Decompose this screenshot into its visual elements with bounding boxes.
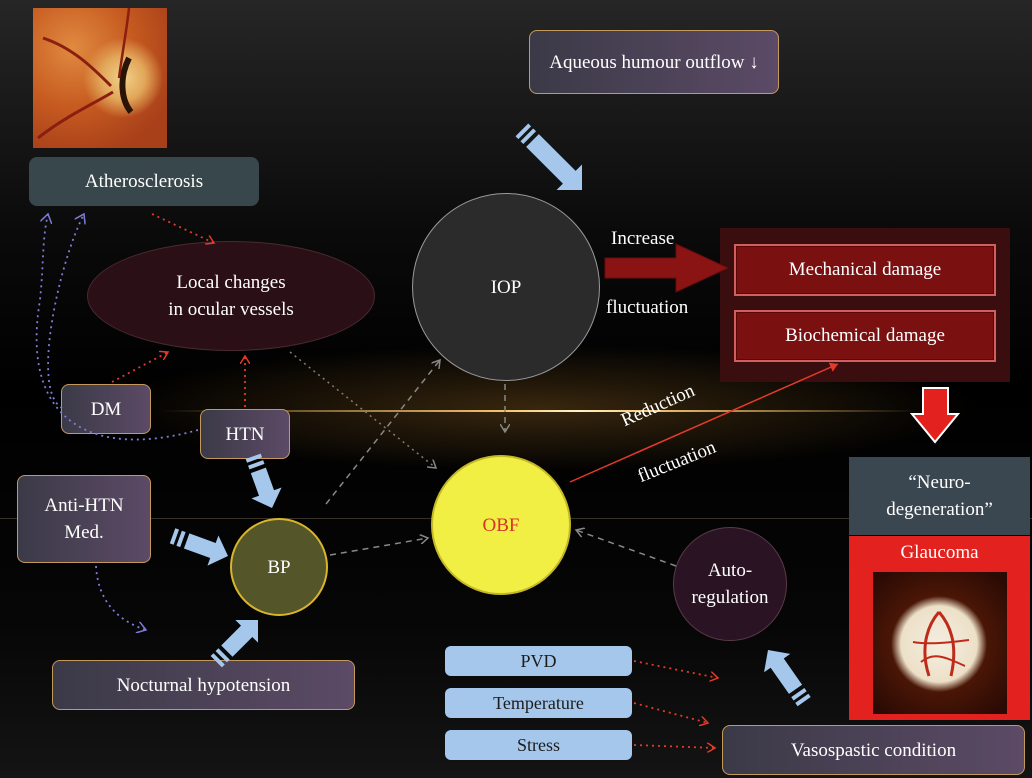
increase-label: Increase — [611, 228, 675, 249]
arrow-local-to-obf — [289, 351, 436, 468]
arrow-iop-to-damage — [604, 243, 730, 293]
arrow-antihtn-to-nocturnal — [95, 565, 146, 630]
neurodegeneration-box: “Neuro- degeneration” — [849, 457, 1030, 535]
optic-disc-photo-top — [33, 8, 167, 148]
stress-box: Stress — [445, 730, 632, 760]
bp-label: BP — [267, 556, 291, 578]
pvd-box: PVD — [445, 646, 632, 676]
autoreg-line1: Auto- — [707, 560, 753, 581]
dm-box: DM — [61, 384, 151, 434]
arrow-vaso-to-autoreg — [764, 650, 811, 707]
arrow-stress-to-vaso — [633, 745, 715, 748]
glaucoma-panel: Glaucoma — [849, 536, 1030, 720]
temperature-label: Temperature — [493, 692, 584, 713]
vasospastic-condition-box: Vasospastic condition — [722, 725, 1025, 775]
arrow-athero-to-local — [151, 213, 214, 243]
arrow-htn-to-athero — [35, 214, 199, 441]
autoregulation-circle: Auto- regulation — [673, 527, 787, 641]
nocturnal-hypotension-label: Nocturnal hypotension — [116, 674, 291, 696]
arrow-nocturnal-to-bp — [210, 620, 258, 668]
arrow-dm-to-athero — [47, 214, 84, 409]
neuro-line1: “Neuro- — [908, 472, 971, 493]
arrow-temp-to-vaso — [633, 702, 708, 723]
mechanical-damage-box: Mechanical damage — [734, 244, 996, 296]
iop-circle: IOP — [412, 193, 600, 381]
arrow-bp-to-obf — [329, 538, 428, 556]
neuro-line2: degeneration” — [886, 499, 993, 520]
obf-label: OBF — [482, 514, 520, 536]
arrow-aqueous-to-iop — [515, 123, 582, 190]
biochemical-damage-label: Biochemical damage — [785, 325, 945, 346]
mechanical-damage-label: Mechanical damage — [788, 259, 942, 280]
arrow-pvd-to-vaso — [633, 660, 718, 678]
autoreg-line2: regulation — [691, 587, 769, 608]
htn-label: HTN — [225, 423, 265, 445]
anti-htn-line2: Med. — [64, 522, 104, 543]
obf-circle: OBF — [431, 455, 571, 595]
arrow-htn-to-bp — [245, 453, 282, 508]
anti-htn-box: Anti-HTN Med. — [17, 475, 151, 563]
pvd-label: PVD — [520, 650, 557, 671]
optic-disc-photo-glaucoma — [873, 572, 1007, 714]
anti-htn-line1: Anti-HTN — [44, 495, 124, 516]
stress-label: Stress — [516, 734, 560, 755]
atherosclerosis-box: Atherosclerosis — [29, 157, 259, 206]
vasospastic-condition-label: Vasospastic condition — [790, 739, 957, 761]
arrow-autoreg-to-obf — [576, 530, 677, 567]
biochemical-damage-box: Biochemical damage — [734, 310, 996, 362]
dm-label: DM — [90, 398, 122, 420]
glaucoma-label: Glaucoma — [900, 542, 979, 563]
fluctuation-top-label: fluctuation — [606, 297, 689, 318]
local-changes-line1: Local changes — [176, 272, 286, 293]
horizon-glow-line — [160, 410, 920, 412]
aqueous-outflow-label: Aqueous humour outflow ↓ — [549, 51, 759, 73]
nocturnal-hypotension-box: Nocturnal hypotension — [52, 660, 355, 710]
local-changes-line2: in ocular vessels — [168, 299, 294, 320]
arrow-obf-to-damage — [569, 362, 839, 483]
arrow-antihtn-to-bp — [169, 528, 228, 566]
htn-box: HTN — [200, 409, 290, 459]
temperature-box: Temperature — [445, 688, 632, 718]
bp-circle: BP — [230, 518, 328, 616]
atherosclerosis-label: Atherosclerosis — [84, 171, 204, 192]
iop-label: IOP — [490, 276, 522, 298]
arrow-dm-to-local — [111, 352, 168, 383]
arrow-bp-to-iop — [325, 360, 440, 505]
aqueous-outflow-box: Aqueous humour outflow ↓ — [529, 30, 779, 94]
local-changes-ellipse: Local changes in ocular vessels — [87, 241, 375, 351]
arrow-damage-to-neuro — [909, 387, 961, 444]
